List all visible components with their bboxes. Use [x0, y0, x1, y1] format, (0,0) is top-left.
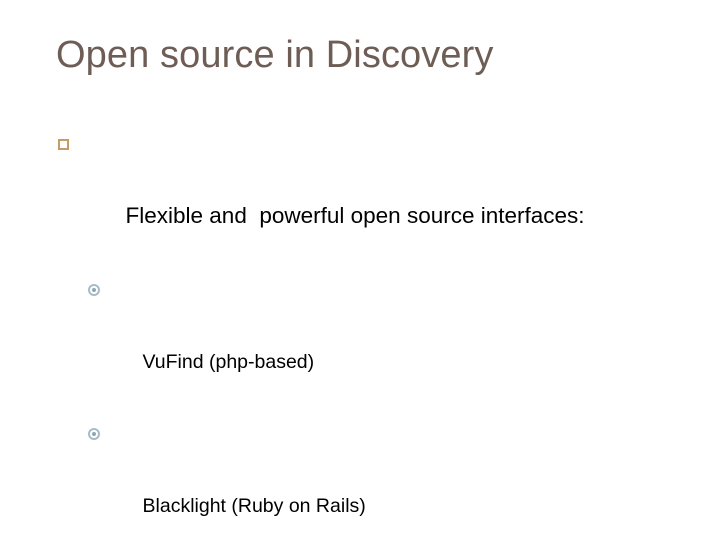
ring-dot-bullet-icon — [88, 428, 100, 440]
list-item: Blacklight (Ruby on Rails) — [0, 416, 720, 540]
list-item-label: Blacklight (Ruby on Rails) — [142, 495, 366, 517]
slide-body-content: Flexible and powerful open source interf… — [0, 126, 720, 540]
list-item: Flexible and powerful open source interf… — [0, 126, 720, 270]
page-title: Open source in Discovery — [56, 34, 494, 76]
ring-dot-bullet-icon — [88, 284, 100, 296]
hollow-square-bullet-icon — [58, 139, 69, 150]
list-item: VuFind (php-based) — [0, 272, 720, 416]
list-item-label: VuFind (php-based) — [142, 351, 315, 373]
list-item-label: Flexible and powerful open source interf… — [125, 203, 585, 228]
